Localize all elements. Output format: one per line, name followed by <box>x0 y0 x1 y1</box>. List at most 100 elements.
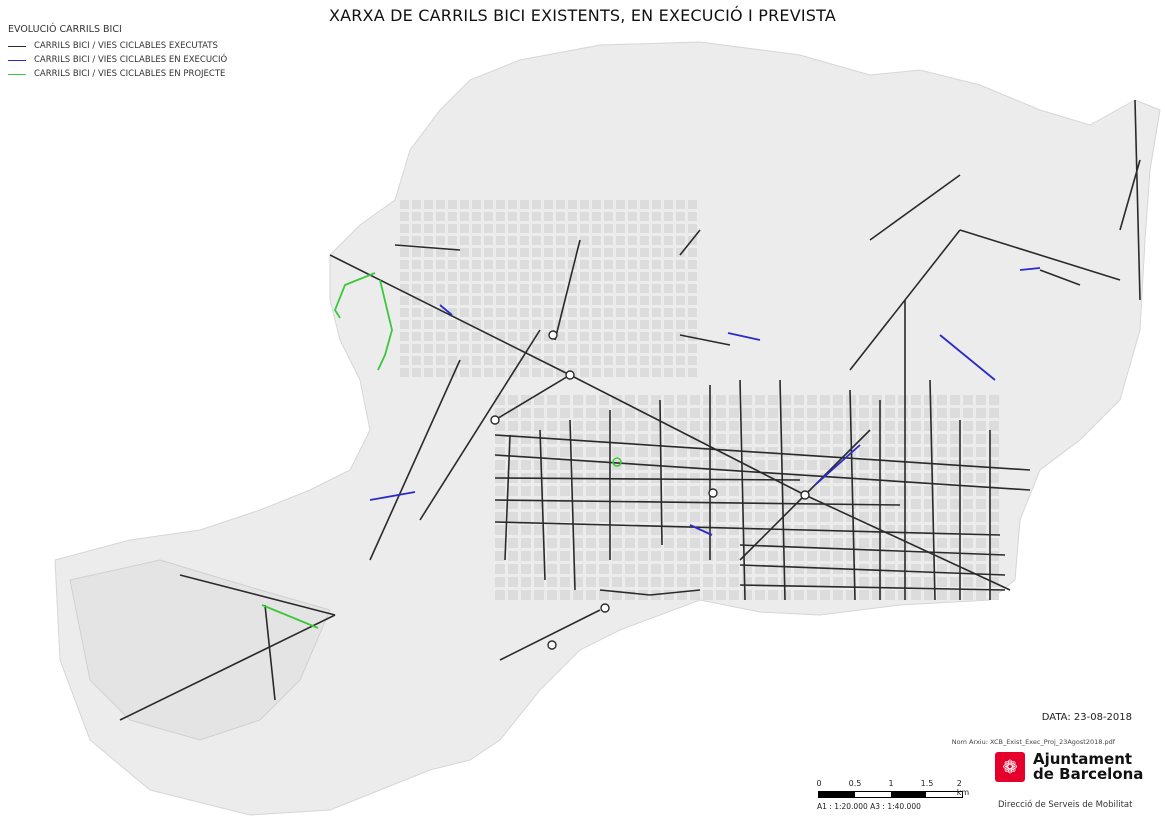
city-block <box>580 248 589 257</box>
city-block <box>924 564 934 574</box>
city-block <box>484 260 493 269</box>
city-block <box>556 248 565 257</box>
city-block <box>833 512 843 522</box>
city-block <box>963 499 973 509</box>
city-block <box>400 224 409 233</box>
city-block <box>924 434 934 444</box>
city-block <box>690 408 700 418</box>
city-block <box>794 460 804 470</box>
city-block <box>963 564 973 574</box>
city-block <box>495 590 505 600</box>
legend-label-executed: CARRILS BICI / VIES CICLABLES EXECUTATS <box>34 41 218 51</box>
scale-tick: 1 <box>888 779 894 788</box>
city-block <box>460 308 469 317</box>
city-block <box>898 395 908 405</box>
city-block <box>448 224 457 233</box>
city-block <box>716 538 726 548</box>
city-block <box>677 395 687 405</box>
city-block <box>612 512 622 522</box>
city-block <box>652 260 661 269</box>
city-block <box>664 308 673 317</box>
city-block <box>586 486 596 496</box>
city-block <box>664 473 674 483</box>
city-block <box>768 408 778 418</box>
city-block <box>534 538 544 548</box>
bike-lane-executed <box>659 399 663 546</box>
city-block <box>872 551 882 561</box>
city-block <box>580 224 589 233</box>
city-block <box>412 236 421 245</box>
city-block <box>950 486 960 496</box>
city-block <box>520 344 529 353</box>
city-block <box>742 421 752 431</box>
city-block <box>729 460 739 470</box>
city-block <box>599 577 609 587</box>
city-block <box>768 590 778 600</box>
city-block <box>820 473 830 483</box>
bike-lane-executed <box>119 614 336 721</box>
bike-lane-executed <box>959 229 1121 281</box>
city-block <box>612 434 622 444</box>
city-block <box>521 525 531 535</box>
city-block <box>599 408 609 418</box>
city-block <box>755 577 765 587</box>
city-block <box>898 408 908 418</box>
city-block <box>898 473 908 483</box>
city-block <box>742 551 752 561</box>
city-block <box>534 551 544 561</box>
city-block <box>755 434 765 444</box>
city-block <box>628 200 637 209</box>
city-block <box>495 551 505 561</box>
city-block <box>534 434 544 444</box>
city-block <box>976 447 986 457</box>
city-block <box>872 447 882 457</box>
city-block <box>937 395 947 405</box>
city-block <box>560 486 570 496</box>
city-block <box>833 538 843 548</box>
city-block <box>508 260 517 269</box>
city-block <box>532 200 541 209</box>
city-block <box>640 200 649 209</box>
city-block <box>640 248 649 257</box>
city-block <box>508 344 517 353</box>
city-block <box>495 486 505 496</box>
city-block <box>664 212 673 221</box>
city-block <box>580 320 589 329</box>
city-block <box>547 486 557 496</box>
city-block <box>676 296 685 305</box>
bike-lane-executed <box>569 374 806 496</box>
city-block <box>652 248 661 257</box>
city-block <box>495 525 505 535</box>
city-block <box>664 551 674 561</box>
city-block <box>560 538 570 548</box>
city-block <box>484 248 493 257</box>
city-block <box>859 577 869 587</box>
city-block <box>573 525 583 535</box>
city-block <box>989 421 999 431</box>
city-block <box>508 320 517 329</box>
city-block <box>755 460 765 470</box>
city-block <box>616 296 625 305</box>
city-block <box>676 272 685 281</box>
city-block <box>911 421 921 431</box>
city-block <box>807 421 817 431</box>
city-block <box>560 525 570 535</box>
city-block <box>885 564 895 574</box>
city-block <box>677 551 687 561</box>
city-block <box>989 395 999 405</box>
bike-lane-executed <box>849 389 856 601</box>
city-block <box>924 421 934 431</box>
city-block <box>859 486 869 496</box>
city-block <box>963 525 973 535</box>
bike-lane-executed <box>804 494 1011 591</box>
city-block <box>484 356 493 365</box>
city-block <box>638 538 648 548</box>
city-block <box>794 564 804 574</box>
city-block <box>496 224 505 233</box>
city-block <box>859 421 869 431</box>
city-block <box>508 486 518 496</box>
city-block <box>924 408 934 418</box>
scale-tick: 0 <box>816 779 822 788</box>
city-block <box>472 224 481 233</box>
legend-item-in-execution: CARRILS BICI / VIES CICLABLES EN EXECUCI… <box>8 53 227 67</box>
